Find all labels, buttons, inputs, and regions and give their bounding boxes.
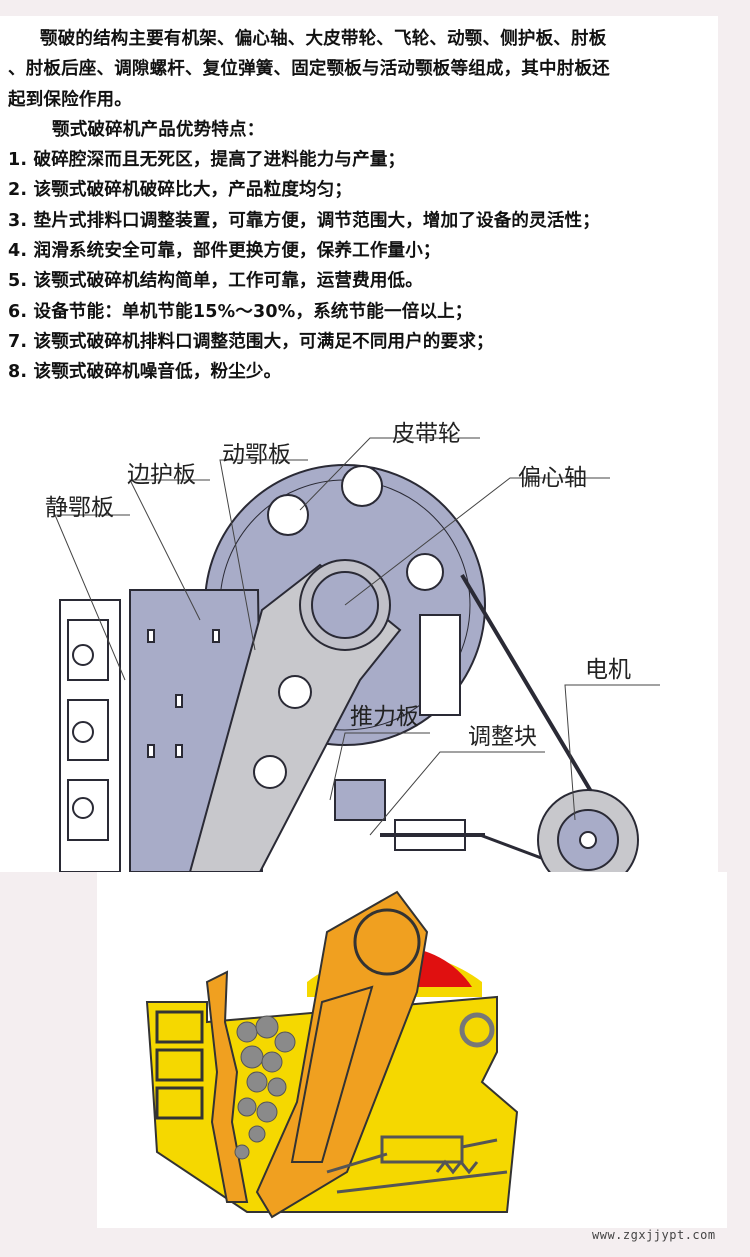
label-eccentric-shaft: 偏心轴 bbox=[518, 465, 587, 491]
fixed-jaw bbox=[205, 970, 249, 1203]
label-side-guard: 边护板 bbox=[127, 462, 196, 488]
feature-item: 2. 该颚式破碎机破碎比大，产品粒度均匀； bbox=[8, 180, 353, 201]
label-toggle-plate: 推力板 bbox=[350, 704, 419, 730]
adjust-ring bbox=[459, 1012, 495, 1048]
crusher-illustration bbox=[97, 872, 727, 1228]
feature-item: 8. 该颚式破碎机噪音低，粉尘少。 bbox=[8, 362, 282, 383]
label-motor: 电机 bbox=[585, 657, 631, 683]
intro-line: 起到保险作用。 bbox=[8, 89, 132, 110]
feature-item: 7. 该颚式破碎机排料口调整范围大，可满足不同用户的要求； bbox=[8, 331, 494, 352]
label-adjust-block: 调整块 bbox=[468, 724, 537, 750]
feature-item: 3. 垫片式排料口调整装置，可靠方便，调节范围大，增加了设备的灵活性； bbox=[8, 210, 600, 231]
watermark: www.zgxjjypt.com bbox=[592, 1228, 716, 1242]
article-text: 颚破的结构主要有机架、偏心轴、大皮带轮、飞轮、动颚、侧护板、肘板 、肘板后座、调… bbox=[8, 24, 713, 388]
feature-item: 6. 设备节能：单机节能15%～30%，系统节能一倍以上； bbox=[8, 301, 473, 322]
intro-line: 颚破的结构主要有机架、偏心轴、大皮带轮、飞轮、动颚、侧护板、肘板 bbox=[40, 29, 607, 49]
crusher-illustration-svg bbox=[145, 890, 519, 1219]
feature-item: 1. 破碎腔深而且无死区，提高了进料能力与产量； bbox=[8, 150, 406, 171]
crusher-structure-diagram bbox=[54, 437, 660, 872]
feature-item: 5. 该颚式破碎机结构简单，工作可靠，运营费用低。 bbox=[8, 271, 423, 292]
rocks bbox=[234, 1015, 296, 1160]
label-pulley: 皮带轮 bbox=[392, 421, 461, 447]
label-movable-jaw: 动鄂板 bbox=[222, 442, 291, 468]
features-heading: 颚式破碎机产品优势特点： bbox=[52, 119, 265, 140]
toggle-assembly bbox=[326, 1135, 508, 1194]
intro-line: 、肘板后座、调隙螺杆、复位弹簧、固定颚板与活动颚板等组成，其中肘板还 bbox=[8, 59, 610, 80]
feature-item: 4. 润滑系统安全可靠，部件更换方便，保养工作量小； bbox=[8, 241, 441, 262]
label-fixed-jaw: 静鄂板 bbox=[45, 495, 114, 521]
